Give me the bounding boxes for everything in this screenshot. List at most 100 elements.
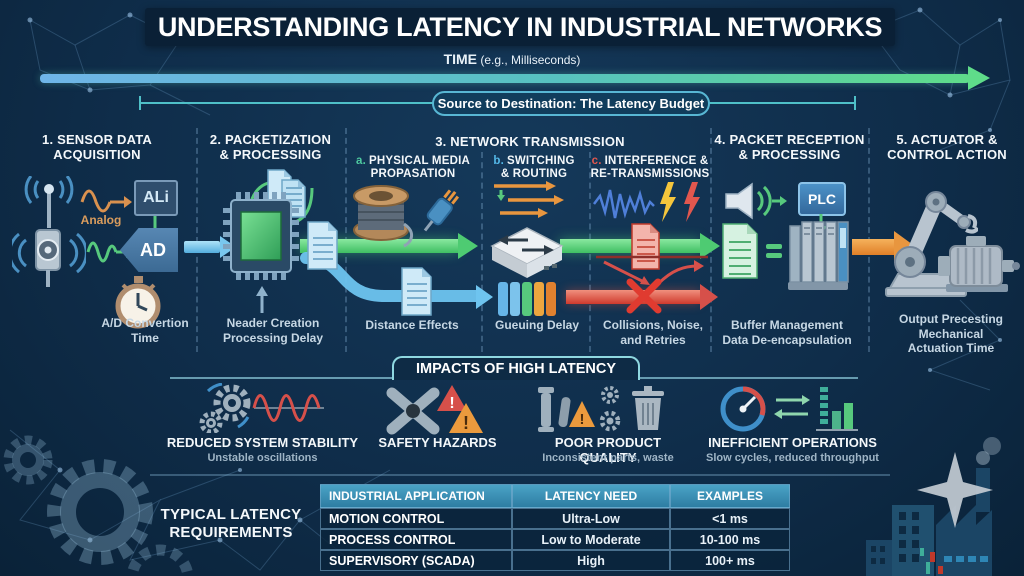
table-header-row: INDUSTRIAL APPLICATION LATENCY NEED EXAM…: [320, 484, 790, 508]
constellation-dots: [27, 7, 1002, 562]
flow-arrow-ad-to-chip: [184, 241, 220, 253]
impact2-title: SAFETY HAZARDS: [378, 435, 497, 450]
budget-line-tick-right: [854, 96, 856, 110]
green-flow-arrow-1: [300, 239, 458, 253]
dropped-packet-x-icon: [626, 278, 662, 314]
time-label: TIME: [443, 51, 478, 67]
svg-text:!: !: [449, 395, 454, 412]
operations-impact-icon: [720, 386, 858, 432]
stage3b-label: SWITCHING & ROUTING: [500, 155, 575, 181]
stopwatch-icon: [115, 276, 161, 329]
stage3b-caption: Gueuing Delay: [494, 318, 580, 332]
antenna-icon: [24, 176, 74, 228]
blue-arrowhead-icon: [476, 285, 496, 309]
retransmission-arrows-icon: [596, 255, 708, 286]
analog-wave-icon: [80, 189, 132, 213]
requirements-label: TYPICAL LATENCY REQUIREMENTS: [160, 506, 302, 541]
latency-budget-pill: Source to Destination: The Latency Budge…: [432, 91, 710, 116]
plc-rack-icon: [788, 221, 849, 290]
up-arrow-icon: [256, 286, 268, 313]
queue-bar: [534, 282, 544, 316]
green-dash: [766, 253, 782, 258]
table-cell: 100+ ms: [670, 550, 790, 571]
sensor-icon: [12, 229, 86, 287]
received-packet-icon: [722, 223, 758, 279]
table-cell: PROCESS CONTROL: [320, 529, 512, 550]
impact4-sub: Slow cycles, reduced throughput: [706, 452, 879, 464]
packet-document-icon: [401, 267, 432, 316]
table-header-examples: EXAMPLES: [670, 484, 790, 508]
queue-bar: [546, 282, 556, 316]
stage3b-title: b.SWITCHING & ROUTING: [484, 155, 584, 181]
stage3c-prefix: c.: [591, 155, 602, 167]
red-arrowhead-icon: [700, 284, 721, 310]
stage1-caption: A/D Convertion Time: [101, 316, 189, 345]
time-arrowhead-icon: [968, 66, 993, 90]
stage3b-prefix: b.: [493, 155, 504, 167]
table-cell: Ultra-Low: [512, 508, 670, 529]
stage3c-label: INTERFERENCE & RE-TRANSMISSIONS: [590, 155, 710, 181]
cpu-chip-icon: [223, 192, 299, 280]
budget-line-tick-left: [139, 96, 141, 110]
queue-bar: [510, 282, 520, 316]
network-switch-icon: [490, 227, 564, 278]
impact4-title: INEFFICIENT OPERATIONS: [708, 435, 877, 450]
time-unit: (e.g., Milliseconds): [480, 53, 581, 67]
table-divider-line: [150, 474, 890, 476]
table-row: SUPERVISORY (SCADA) High 100+ ms: [320, 550, 790, 571]
impact1-title: REDUCED SYSTEM STABILITY: [166, 435, 359, 450]
table-row: PROCESS CONTROL Low to Moderate 10-100 m…: [320, 529, 790, 550]
stage4-title: 4. PACKET RECEPTION & PROCESSING: [714, 132, 865, 163]
queue-bar: [498, 282, 508, 316]
scheduling-arrows-icon: [494, 181, 564, 218]
table-cell: <1 ms: [670, 508, 790, 529]
interference-waveform-icon: [593, 189, 655, 219]
table-cell: MOTION CONTROL: [320, 508, 512, 529]
substage-separator: [481, 152, 483, 352]
packet-document-icon: [307, 221, 338, 270]
red-flow-arrow: [566, 290, 700, 304]
motor-icon: [938, 236, 1020, 292]
receiver-horn-icon: [725, 182, 787, 220]
green-dash: [766, 244, 782, 249]
stage3a-title: a.PHYSICAL MEDIA PROPASATION: [347, 155, 479, 181]
requirements-table: INDUSTRIAL APPLICATION LATENCY NEED EXAM…: [320, 484, 790, 571]
stage3a-prefix: a.: [356, 155, 366, 167]
stage2-title: 2. PACKETIZATION & PROCESSING: [209, 132, 332, 163]
quality-impact-icon: !: [538, 386, 664, 432]
stage1-title: 1. SENSOR DATA ACQUISITION: [42, 132, 152, 163]
cable-spool-icon: [353, 185, 413, 248]
adc-box: ALi: [134, 180, 178, 216]
green-arrowhead-icon: [458, 233, 481, 259]
page-title: UNDERSTANDING LATENCY IN INDUSTRIAL NETW…: [145, 8, 895, 46]
stage3a-caption: Distance Effects: [365, 318, 459, 332]
stage3-title: 3. NETWORK TRANSMISSION: [435, 134, 625, 149]
impacts-title: IMPACTS OF HIGH LATENCY: [392, 356, 640, 380]
factory-skyline: [866, 437, 1001, 576]
lightning-bolts-icon: [660, 182, 700, 222]
stage2-caption: Neader Creation Processing Delay: [222, 316, 324, 345]
impact3-sub: Inconsistent parts, waste: [542, 452, 674, 464]
gears-decoration: [3, 435, 194, 576]
green-arrowhead-icon: [700, 233, 723, 259]
table-cell: High: [512, 550, 670, 571]
impact1-sub: Unstable oscillations: [207, 452, 318, 464]
stage5-caption: Output Precesting Mechanical Actuation T…: [898, 312, 1003, 356]
time-arrow: [40, 74, 970, 83]
orange-flow-arrow: [852, 239, 894, 255]
table-row: MOTION CONTROL Ultra-Low <1 ms: [320, 508, 790, 529]
stage5-title: 5. ACTUATOR & CONTROL ACTION: [887, 132, 1007, 163]
time-axis-label: TIME (e.g., Milliseconds): [0, 51, 1024, 67]
plc-box: PLC: [798, 182, 846, 216]
green-flow-arrow-2: [560, 239, 700, 253]
queue-bar: [522, 282, 532, 316]
table-cell: 10-100 ms: [670, 529, 790, 550]
safety-impact-icon: ! !: [386, 385, 483, 435]
queue-bars-icon: [498, 282, 558, 321]
connector-plug-icon: [423, 189, 460, 232]
table-header-application: INDUSTRIAL APPLICATION: [320, 484, 512, 508]
stage3c-title: c.INTERFERENCE & RE-TRANSMISSIONS: [590, 155, 710, 181]
table-header-latency: LATENCY NEED: [512, 484, 670, 508]
